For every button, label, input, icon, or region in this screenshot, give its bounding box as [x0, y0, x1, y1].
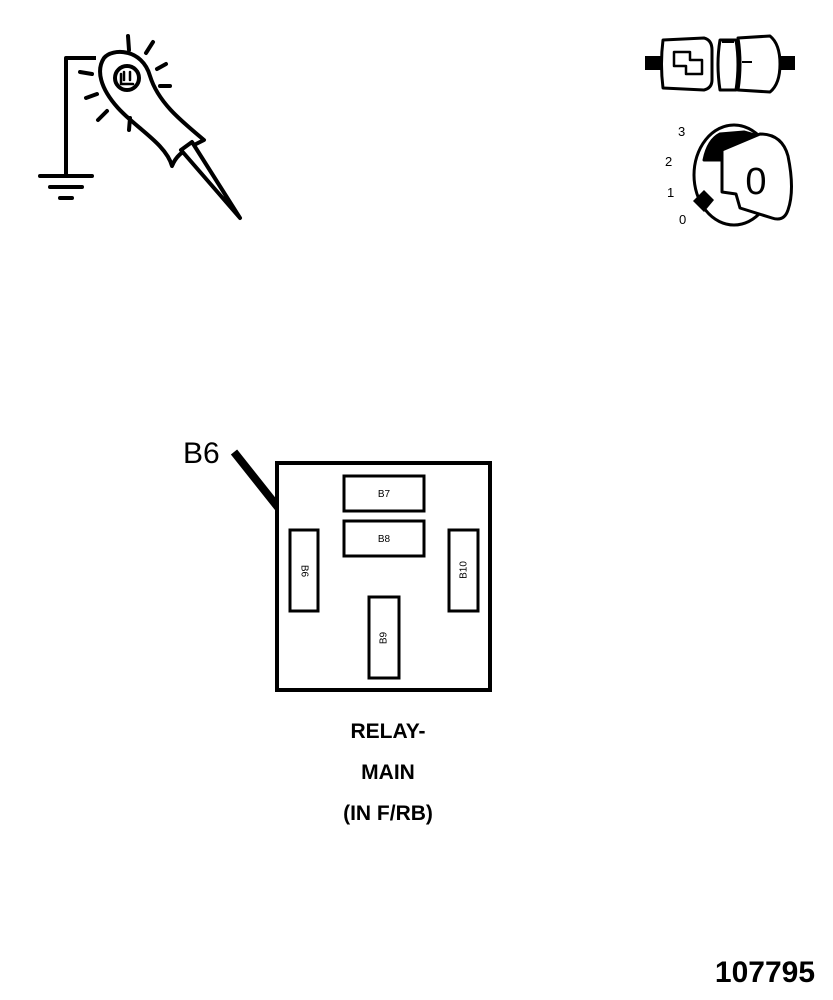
- relay-terminal-b6: B6: [288, 528, 320, 613]
- test-lamp-to-ground-icon: [38, 34, 242, 220]
- svg-text:B9: B9: [379, 631, 390, 644]
- callout-label: B6: [183, 437, 220, 470]
- figure-number: 107795: [715, 956, 815, 989]
- ignition-position-1: 1: [667, 185, 674, 200]
- svg-text:B8: B8: [378, 534, 391, 545]
- relay-terminal-b8: B8: [342, 519, 426, 558]
- ignition-position-2: 2: [665, 154, 672, 169]
- caption-line-3: (IN F/RB): [343, 802, 433, 825]
- relay-terminal-b9: B9: [367, 595, 401, 680]
- svg-text:B10: B10: [459, 561, 470, 579]
- ignition-key-icon: 3 2 1 0 0: [665, 123, 793, 227]
- relay-terminal-b10: B10: [447, 528, 480, 613]
- ignition-key-glyph: 0: [745, 161, 766, 203]
- svg-text:B6: B6: [298, 565, 309, 578]
- caption-line-2: MAIN: [361, 761, 415, 784]
- ignition-position-0: 0: [679, 212, 686, 227]
- ignition-position-3: 3: [678, 124, 685, 139]
- svg-text:B7: B7: [378, 489, 391, 500]
- caption-line-1: RELAY-: [350, 720, 425, 743]
- relay-terminal-b7: B7: [342, 474, 426, 513]
- disconnected-connector-icon: [645, 34, 795, 94]
